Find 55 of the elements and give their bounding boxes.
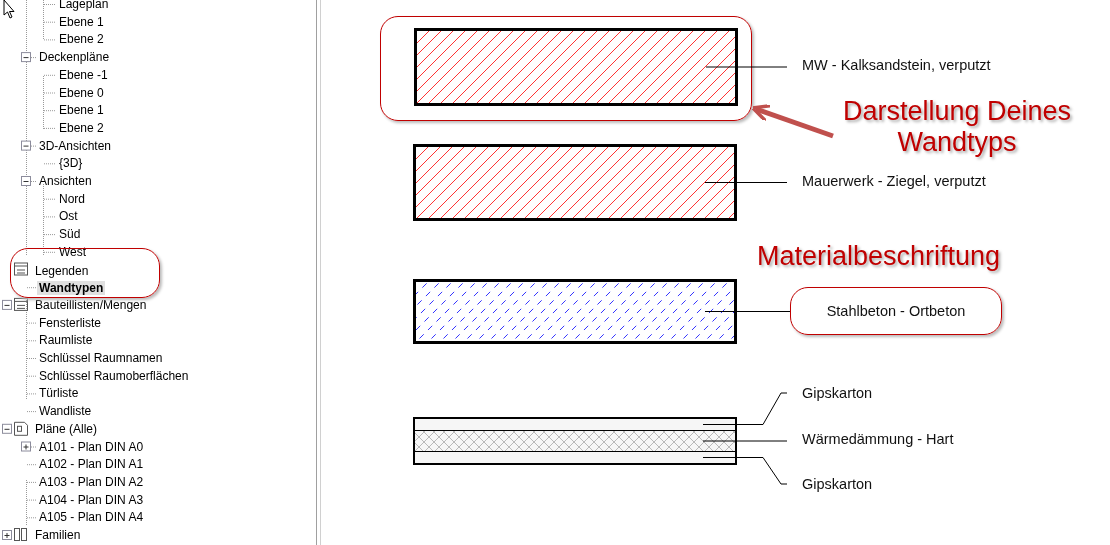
highlight-ring xyxy=(790,287,1002,335)
wall-swatch xyxy=(413,417,737,465)
leader-line xyxy=(702,392,788,425)
callout-text: Darstellung Deines Wandtyps xyxy=(841,96,1073,158)
tree-item: Wandliste xyxy=(39,404,92,419)
leader-line xyxy=(704,311,791,312)
material-label: Wärmedämmung - Hart xyxy=(802,431,954,447)
tree-item: A103 - Plan DIN A2 xyxy=(39,474,144,489)
tree-item: Bauteillisten/Mengen xyxy=(35,297,147,312)
tree-item: A104 - Plan DIN A3 xyxy=(39,492,144,507)
tree-item: Ebene 0 xyxy=(59,85,104,100)
tree-item: Deckenpläne xyxy=(39,50,110,65)
material-label: Stahlbeton - Ortbeton xyxy=(826,303,966,319)
wall-layer xyxy=(415,419,735,430)
tree-item: Ebene 1 xyxy=(59,14,104,29)
tree-item: A101 - Plan DIN A0 xyxy=(39,439,144,454)
tree-item: Ebene 1 xyxy=(59,103,104,118)
tree-item: Pläne (Alle) xyxy=(35,421,98,436)
wall-swatch xyxy=(413,144,737,221)
tree-item: Nord xyxy=(59,191,85,206)
wall-layer xyxy=(415,452,735,463)
arrow xyxy=(751,103,834,139)
tree-item: Lageplan xyxy=(59,0,109,11)
tree-item: Legenden xyxy=(35,264,89,278)
leader-line xyxy=(704,182,788,183)
tree-item: Ansichten xyxy=(39,174,92,188)
tree-item: A105 - Plan DIN A4 xyxy=(39,510,144,525)
tree-item: Süd xyxy=(59,227,81,242)
tree-item: 3D-Ansichten xyxy=(39,138,112,153)
leader-line xyxy=(702,440,788,442)
material-label: Gipskarton xyxy=(802,476,873,492)
insulation-layer xyxy=(415,430,735,452)
tree-item: Familien xyxy=(35,528,81,542)
leader-line xyxy=(705,66,788,68)
material-label: Mauerwerk - Ziegel, verputzt xyxy=(802,173,986,189)
tree-item: Ebene 2 xyxy=(59,32,104,47)
highlight-ring xyxy=(380,16,752,121)
highlight-ring xyxy=(10,248,160,298)
tree-item: Ost xyxy=(59,209,78,224)
tree-item: Ebene -1 xyxy=(59,67,108,82)
tree-item: Fensterliste xyxy=(39,315,102,330)
wall-swatch xyxy=(413,279,737,344)
tree-item: A102 - Plan DIN A1 xyxy=(39,457,144,472)
tree-item: Schlüssel Raumnamen xyxy=(39,351,163,365)
tree-item: {3D} xyxy=(59,156,83,171)
tree-item: Ebene 2 xyxy=(59,120,104,135)
tree-item: Türliste xyxy=(39,386,79,401)
material-label: MW - Kalksandstein, verputzt xyxy=(802,57,991,73)
material-label: Gipskarton xyxy=(802,385,873,401)
tree-item: Schlüssel Raumoberflächen xyxy=(39,368,189,383)
callout-heading: Materialbeschriftung xyxy=(757,241,1001,272)
tree-item: Raumliste xyxy=(39,333,93,348)
wall-swatch xyxy=(414,28,738,106)
leader-line xyxy=(702,457,788,485)
tree-item: Wandtypen xyxy=(37,281,106,295)
